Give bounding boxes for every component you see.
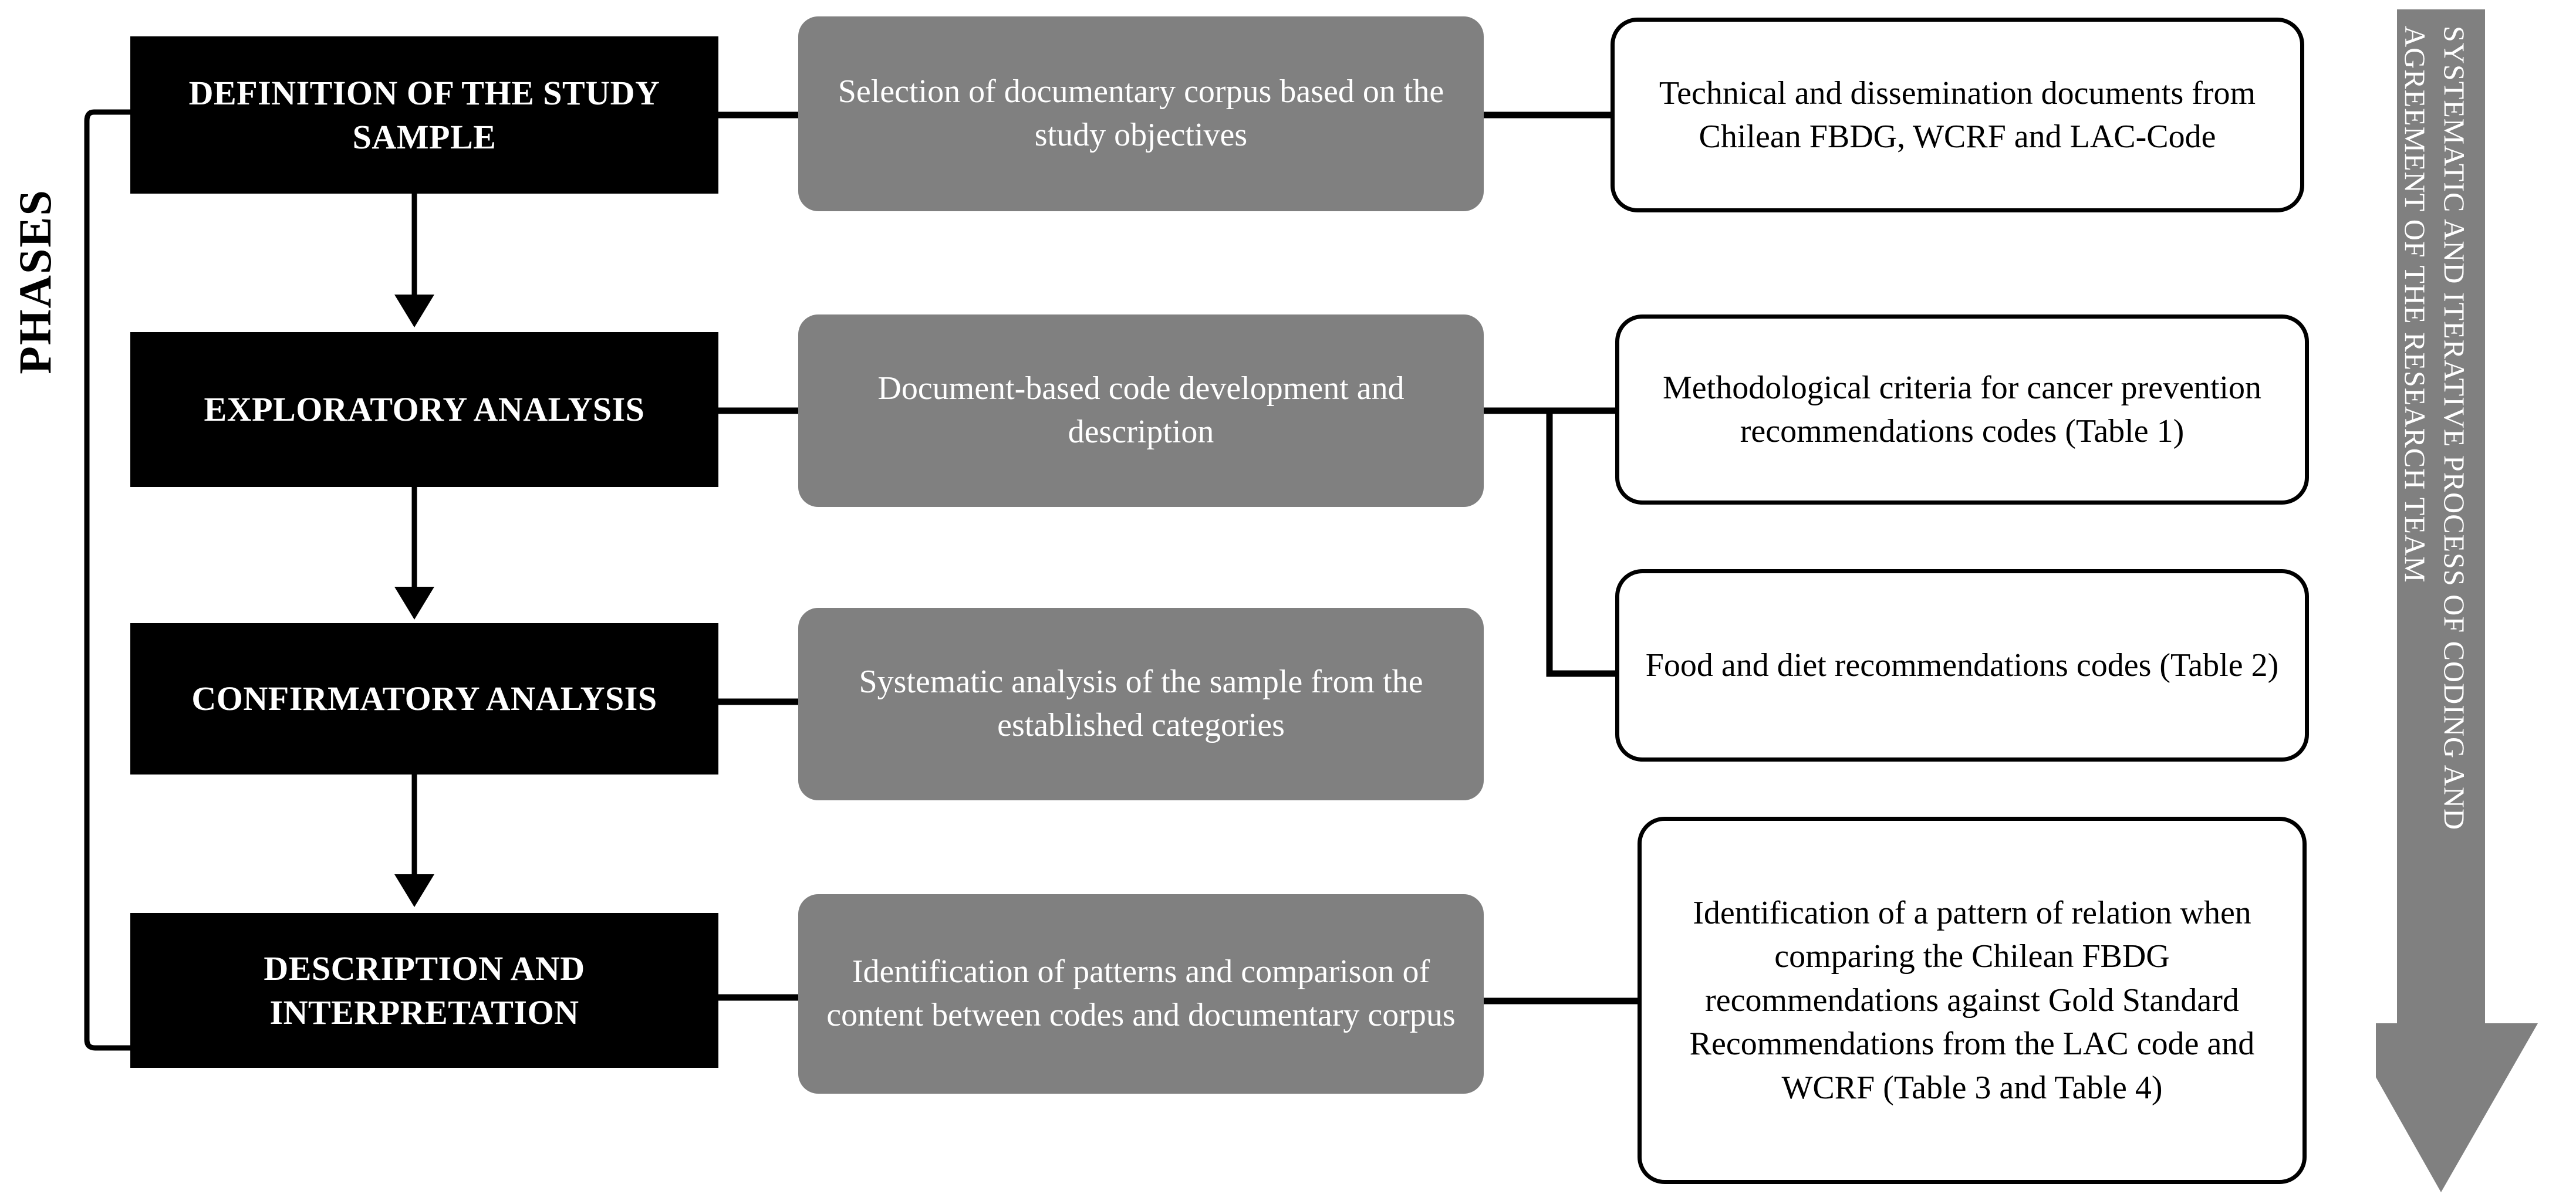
phase-box-description-and-interpretation[interactable]: DESCRIPTION AND INTERPRETATION [130, 913, 718, 1068]
phases-axis-label: PHASES [9, 189, 60, 374]
down-block-arrow-shape [2376, 9, 2538, 1192]
process-direction-arrow [2376, 9, 2552, 1195]
output-box-identification-of-pattern-table-3-and-4[interactable]: Identification of a pattern of relation … [1638, 817, 2307, 1184]
process-direction-arrow-text: SYSTEMATIC AND ITERATIVE PROCESS OF CODI… [2399, 26, 2471, 831]
phases-bracket [84, 109, 130, 1051]
output-box-methodological-criteria-table-1[interactable]: Methodological criteria for cancer preve… [1615, 314, 2309, 505]
output-box-food-and-diet-recommendations-table-2[interactable]: Food and diet recommendations codes (Tab… [1615, 569, 2309, 762]
phase-box-exploratory-analysis[interactable]: EXPLORATORY ANALYSIS [130, 332, 718, 487]
phase-box-confirmatory-analysis[interactable]: CONFIRMATORY ANALYSIS [130, 623, 718, 775]
phase-arrow-3-4 [394, 775, 434, 907]
process-box-identification-of-patterns[interactable]: Identification of patterns and compariso… [798, 894, 1484, 1094]
phase-box-definition-of-the-study-sample[interactable]: DEFINITION OF THE STUDY SAMPLE [130, 36, 718, 194]
output-box-technical-and-dissemination-documents[interactable]: Technical and dissemination documents fr… [1611, 18, 2304, 212]
phase-arrow-2-3 [394, 487, 434, 620]
process-direction-arrow-label: SYSTEMATIC AND ITERATIVE PROCESS OF CODI… [2378, 12, 2491, 980]
phase-arrow-1-2 [394, 194, 434, 327]
process-box-systematic-analysis-of-sample[interactable]: Systematic analysis of the sample from t… [798, 608, 1484, 800]
link-process2-output3 [1484, 407, 1615, 677]
process-box-document-based-code-development[interactable]: Document-based code development and desc… [798, 314, 1484, 507]
process-box-selection-of-documentary-corpus[interactable]: Selection of documentary corpus based on… [798, 16, 1484, 211]
